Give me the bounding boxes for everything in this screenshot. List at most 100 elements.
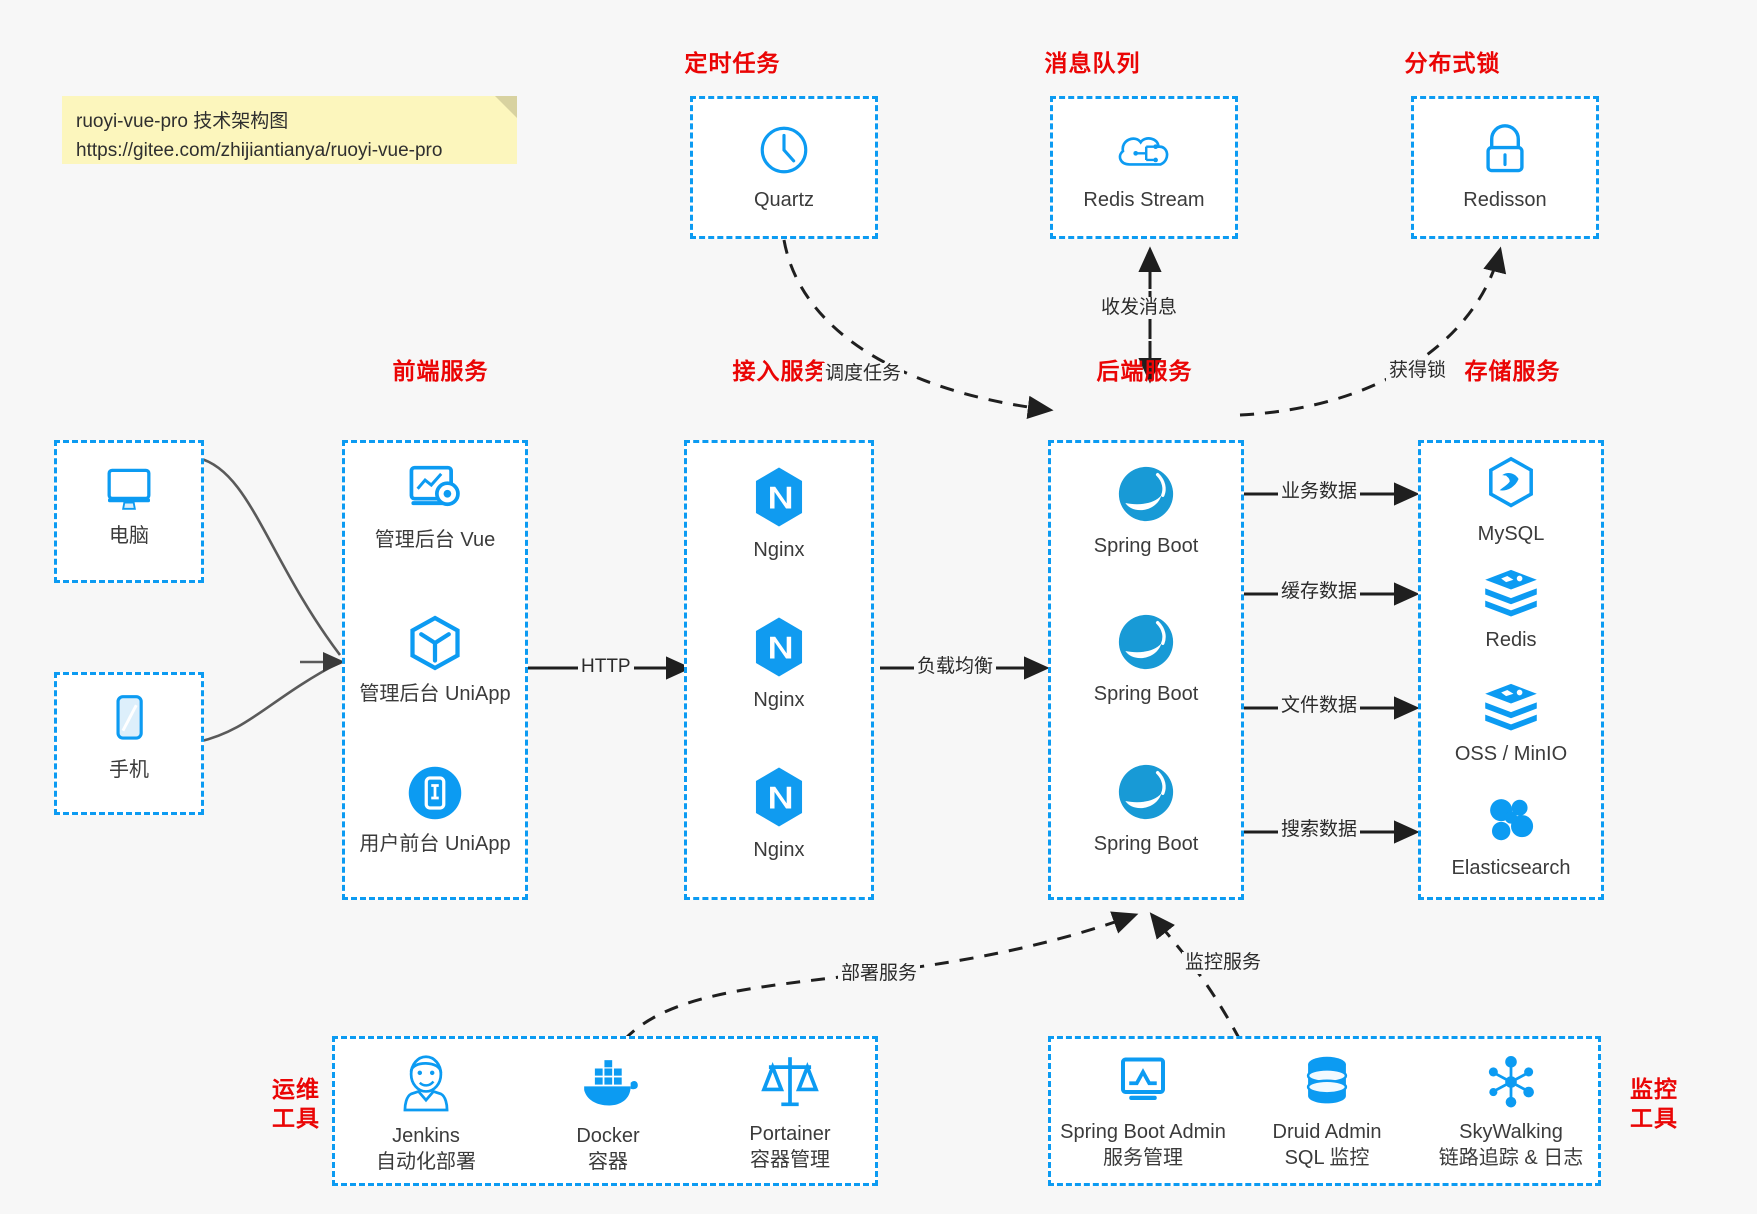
uniapp-cube-icon: [345, 613, 525, 678]
node-desktop[interactable]: 电脑: [57, 463, 201, 550]
node-label: SkyWalking: [1459, 1121, 1563, 1143]
info-note: ruoyi-vue-pro 技术架构图 https://gitee.com/zh…: [62, 96, 517, 164]
node-spring-boot-1[interactable]: Spring Boot: [1051, 463, 1241, 560]
node-mysql[interactable]: MySQL: [1421, 455, 1601, 548]
node-label: MySQL: [1477, 523, 1545, 545]
node-label: Portainer: [749, 1123, 831, 1145]
node-redisson[interactable]: Redisson: [1414, 121, 1596, 214]
group-title-monitor: 监控 工具: [1616, 1075, 1692, 1133]
minio-icon: [1421, 679, 1601, 738]
node-redis[interactable]: Redis: [1421, 565, 1601, 654]
node-label: Quartz: [753, 189, 815, 211]
node-elasticsearch[interactable]: Elasticsearch: [1421, 793, 1601, 882]
node-label: 管理后台 UniApp: [359, 683, 511, 705]
skywalking-icon: [1419, 1053, 1603, 1116]
node-label: 用户前台 UniApp: [359, 833, 511, 855]
elasticsearch-icon: [1421, 793, 1601, 852]
edge-label-business-data: 业务数据: [1278, 481, 1361, 503]
node-label: 电脑: [109, 525, 149, 547]
mobile-icon: [57, 693, 201, 754]
group-box-devops: Jenkins 自动化部署 Docker 容器: [332, 1036, 878, 1186]
druid-db-icon: [1235, 1053, 1419, 1116]
node-nginx-2[interactable]: Nginx: [687, 615, 871, 714]
node-label: Spring Boot: [1093, 833, 1199, 855]
node-admin-uniapp[interactable]: 管理后台 UniApp: [345, 613, 525, 708]
node-label: Elasticsearch: [1451, 857, 1571, 879]
node-user-uniapp[interactable]: 用户前台 UniApp: [345, 763, 525, 858]
node-jenkins[interactable]: Jenkins 自动化部署: [335, 1053, 517, 1175]
spring-boot-icon: [1051, 611, 1241, 678]
note-url: https://gitee.com/zhijiantianya/ruoyi-vu…: [76, 139, 443, 161]
node-sublabel: 服务管理: [1103, 1146, 1183, 1169]
group-box-storage: MySQL Redis: [1418, 440, 1604, 900]
mysql-icon: [1421, 455, 1601, 518]
group-box-monitor: Spring Boot Admin 服务管理 Druid Admin SQL 监…: [1048, 1036, 1601, 1186]
group-title-gateway: 接入服务: [732, 358, 829, 384]
node-label: Redis Stream: [1083, 189, 1205, 211]
node-spring-boot-2[interactable]: Spring Boot: [1051, 611, 1241, 708]
node-skywalking[interactable]: SkyWalking 链路追踪 & 日志: [1419, 1053, 1603, 1171]
edge-label-acquire-lock: 获得锁: [1386, 360, 1450, 382]
nginx-icon: [687, 615, 871, 684]
node-oss-minio[interactable]: OSS / MinIO: [1421, 679, 1601, 768]
group-title-frontend: 前端服务: [392, 358, 489, 384]
node-nginx-1[interactable]: Nginx: [687, 465, 871, 564]
docker-icon: [517, 1053, 699, 1120]
portainer-icon: [699, 1051, 881, 1118]
node-label: Docker: [576, 1125, 640, 1147]
cloud-stream-icon: [1053, 121, 1235, 184]
node-sublabel: SQL 监控: [1284, 1146, 1370, 1169]
node-portainer[interactable]: Portainer 容器管理: [699, 1051, 881, 1173]
note-fold-corner: [495, 96, 517, 118]
edge-label-load-balance: 负载均衡: [914, 656, 997, 678]
node-docker[interactable]: Docker 容器: [517, 1053, 699, 1175]
spring-boot-icon: [1051, 463, 1241, 530]
jenkins-icon: [335, 1053, 517, 1120]
nginx-icon: [687, 765, 871, 834]
edge-label-cache-data: 缓存数据: [1278, 581, 1361, 603]
group-box-client-mobile: 手机: [54, 672, 204, 815]
note-title: ruoyi-vue-pro 技术架构图: [76, 111, 289, 132]
node-druid-admin[interactable]: Druid Admin SQL 监控: [1235, 1053, 1419, 1171]
group-box-mq: Redis Stream: [1050, 96, 1238, 239]
group-box-lock: Redisson: [1411, 96, 1599, 239]
edge-acquire-lock: [1239, 246, 1507, 417]
node-label: Spring Boot: [1093, 535, 1199, 557]
node-sublabel: 链路追踪 & 日志: [1438, 1146, 1584, 1169]
group-box-frontend: 管理后台 Vue 管理后台 UniApp 用户前台 UniApp: [342, 440, 528, 900]
node-label: OSS / MinIO: [1454, 743, 1568, 765]
edge-label-deploy-service: 部署服务: [838, 963, 921, 985]
node-label: Nginx: [753, 839, 805, 861]
node-spring-boot-admin[interactable]: Spring Boot Admin 服务管理: [1051, 1053, 1235, 1171]
edge-label-http: HTTP: [578, 656, 634, 678]
group-title-devops-line1: 运维: [272, 1076, 320, 1102]
group-title-lock: 分布式锁: [1404, 50, 1501, 76]
node-admin-vue[interactable]: 管理后台 Vue: [345, 461, 525, 554]
node-label: Spring Boot Admin: [1060, 1121, 1226, 1143]
admin-dashboard-icon: [345, 461, 525, 524]
group-title-devops-line2: 工具: [272, 1104, 320, 1131]
edge-label-schedule-task: 调度任务: [822, 363, 905, 385]
edge-storage-links: [1244, 482, 1420, 844]
node-label: Druid Admin: [1272, 1121, 1382, 1143]
group-box-backend: Spring Boot Spring Boot Spring Boot: [1048, 440, 1244, 900]
edge-label-search-data: 搜索数据: [1278, 819, 1361, 841]
node-spring-boot-3[interactable]: Spring Boot: [1051, 761, 1241, 858]
group-box-client-desktop: 电脑: [54, 440, 204, 583]
node-label: 管理后台 Vue: [374, 529, 496, 551]
node-label: Nginx: [753, 689, 805, 711]
group-title-mq: 消息队列: [1044, 50, 1141, 76]
node-redis-stream[interactable]: Redis Stream: [1053, 121, 1235, 214]
node-quartz[interactable]: Quartz: [693, 121, 875, 214]
edge-label-monitor-service: 监控服务: [1182, 952, 1265, 974]
group-box-scheduler: Quartz: [690, 96, 878, 239]
node-sublabel: 自动化部署: [376, 1150, 476, 1173]
spring-boot-icon: [1051, 761, 1241, 828]
edge-label-send-receive-message: 收发消息: [1098, 297, 1181, 319]
node-nginx-3[interactable]: Nginx: [687, 765, 871, 864]
group-title-storage: 存储服务: [1464, 358, 1561, 384]
desktop-icon: [57, 463, 201, 520]
group-box-gateway: Nginx Nginx Nginx: [684, 440, 874, 900]
node-label: Spring Boot: [1093, 683, 1199, 705]
node-mobile[interactable]: 手机: [57, 693, 201, 784]
